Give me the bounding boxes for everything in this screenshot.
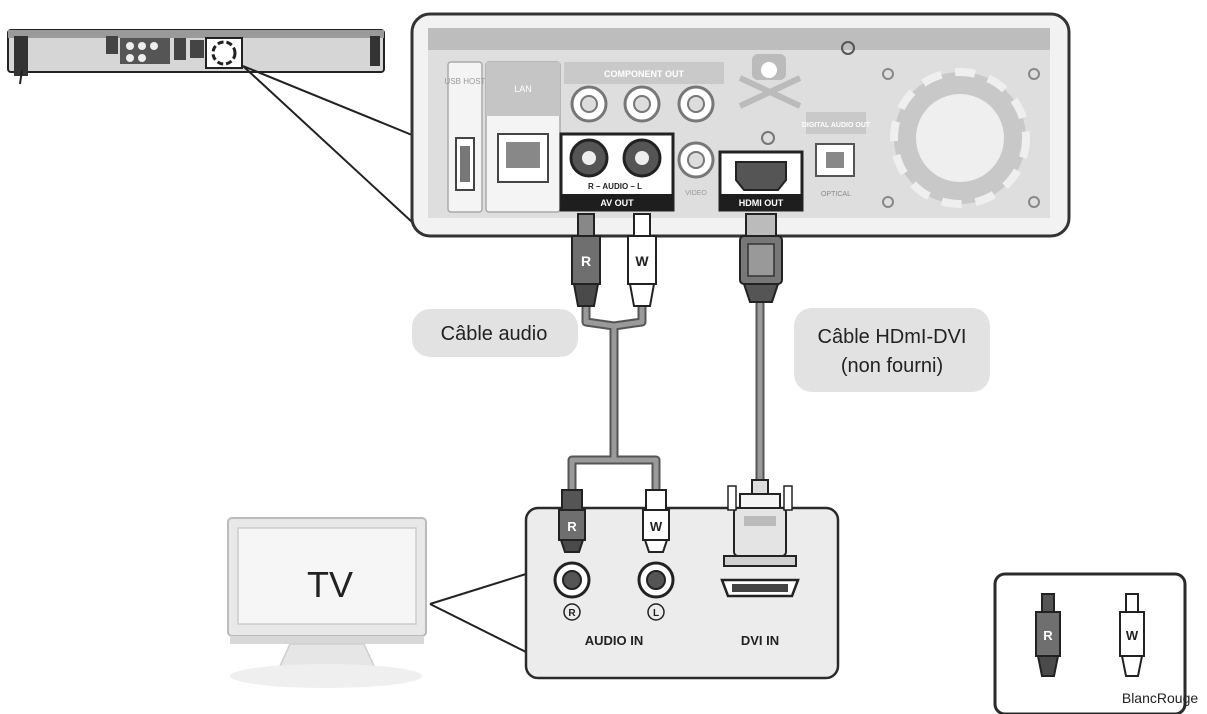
dvi-in-port: DVI IN (720, 578, 800, 648)
white-rca-plug-tv: W (642, 489, 670, 553)
digital-audio-out-label: DIGITAL AUDIO OUT (802, 122, 871, 129)
component-out-ports: COMPONENT OUT VIDEO (564, 62, 724, 197)
hdmi-plug (739, 213, 783, 303)
audio-cable (567, 306, 661, 498)
hdmi-dvi-cable-text-1: Câble HDmI-DVI (818, 326, 967, 348)
usb-host-port: USB HOST (445, 61, 486, 213)
red-rca-plug-top: R (571, 213, 601, 307)
legend-caption: BlancRouge (1122, 690, 1198, 706)
legend-white-letter: W (1126, 628, 1139, 643)
legend-red-plug: R (1035, 593, 1061, 677)
zoom-callout (242, 65, 413, 223)
av-out-ports: R – AUDIO – L AV OUT (559, 132, 675, 212)
usb-host-label: USB HOST (445, 77, 486, 86)
tv-input-panel: R W R L AUDIO IN (524, 479, 840, 680)
white-rca-plug-top: W (627, 213, 657, 307)
optical-label: OPTICAL (821, 191, 851, 198)
component-out-label: COMPONENT OUT (604, 69, 685, 79)
optical-port: DIGITAL AUDIO OUT OPTICAL (802, 112, 871, 198)
red-plug-letter-tv: R (567, 519, 577, 534)
hdmi-dvi-cable-text-2: (non fourni) (841, 355, 943, 377)
hdmi-out-label: HDMI OUT (739, 198, 784, 208)
cooling-fan (882, 68, 1040, 208)
legend-red-letter: R (1043, 628, 1053, 643)
dvi-in-label: DVI IN (741, 633, 779, 648)
audio-cable-text: Câble audio (441, 323, 548, 345)
hdmi-out-port: HDMI OUT (718, 150, 804, 212)
jack-right-letter: R (568, 608, 576, 619)
video-label: VIDEO (685, 190, 707, 197)
bluray-player (7, 29, 385, 85)
white-plug-letter-tv: W (650, 519, 663, 534)
red-rca-plug-tv: R (558, 489, 586, 553)
legend-white-plug: W (1119, 593, 1145, 677)
lan-label: LAN (514, 84, 532, 94)
player-rear-panel: USB HOST LAN COMPONENT OUT VIDEO (410, 12, 1071, 238)
hdmi-dvi-cable-label: Câble HDmI-DVI (non fourni) (794, 308, 990, 392)
audio-in-jacks: R L AUDIO IN (553, 561, 675, 648)
jack-left-letter: L (653, 608, 659, 619)
tv-label: TV (307, 564, 353, 605)
tv-callout (429, 573, 527, 653)
dvi-connector (723, 479, 797, 567)
audio-in-label: AUDIO IN (585, 633, 644, 648)
tv-set: TV (227, 517, 427, 688)
audio-marker-label: R – AUDIO – L (588, 182, 642, 191)
lan-port: LAN (485, 61, 561, 213)
plug-color-legend: R W BlancRouge (993, 572, 1198, 714)
red-plug-letter-top: R (581, 253, 591, 269)
audio-cable-label: Câble audio (412, 309, 578, 357)
safety-icon (738, 54, 802, 145)
white-plug-letter-top: W (635, 253, 649, 269)
av-out-label: AV OUT (600, 198, 634, 208)
